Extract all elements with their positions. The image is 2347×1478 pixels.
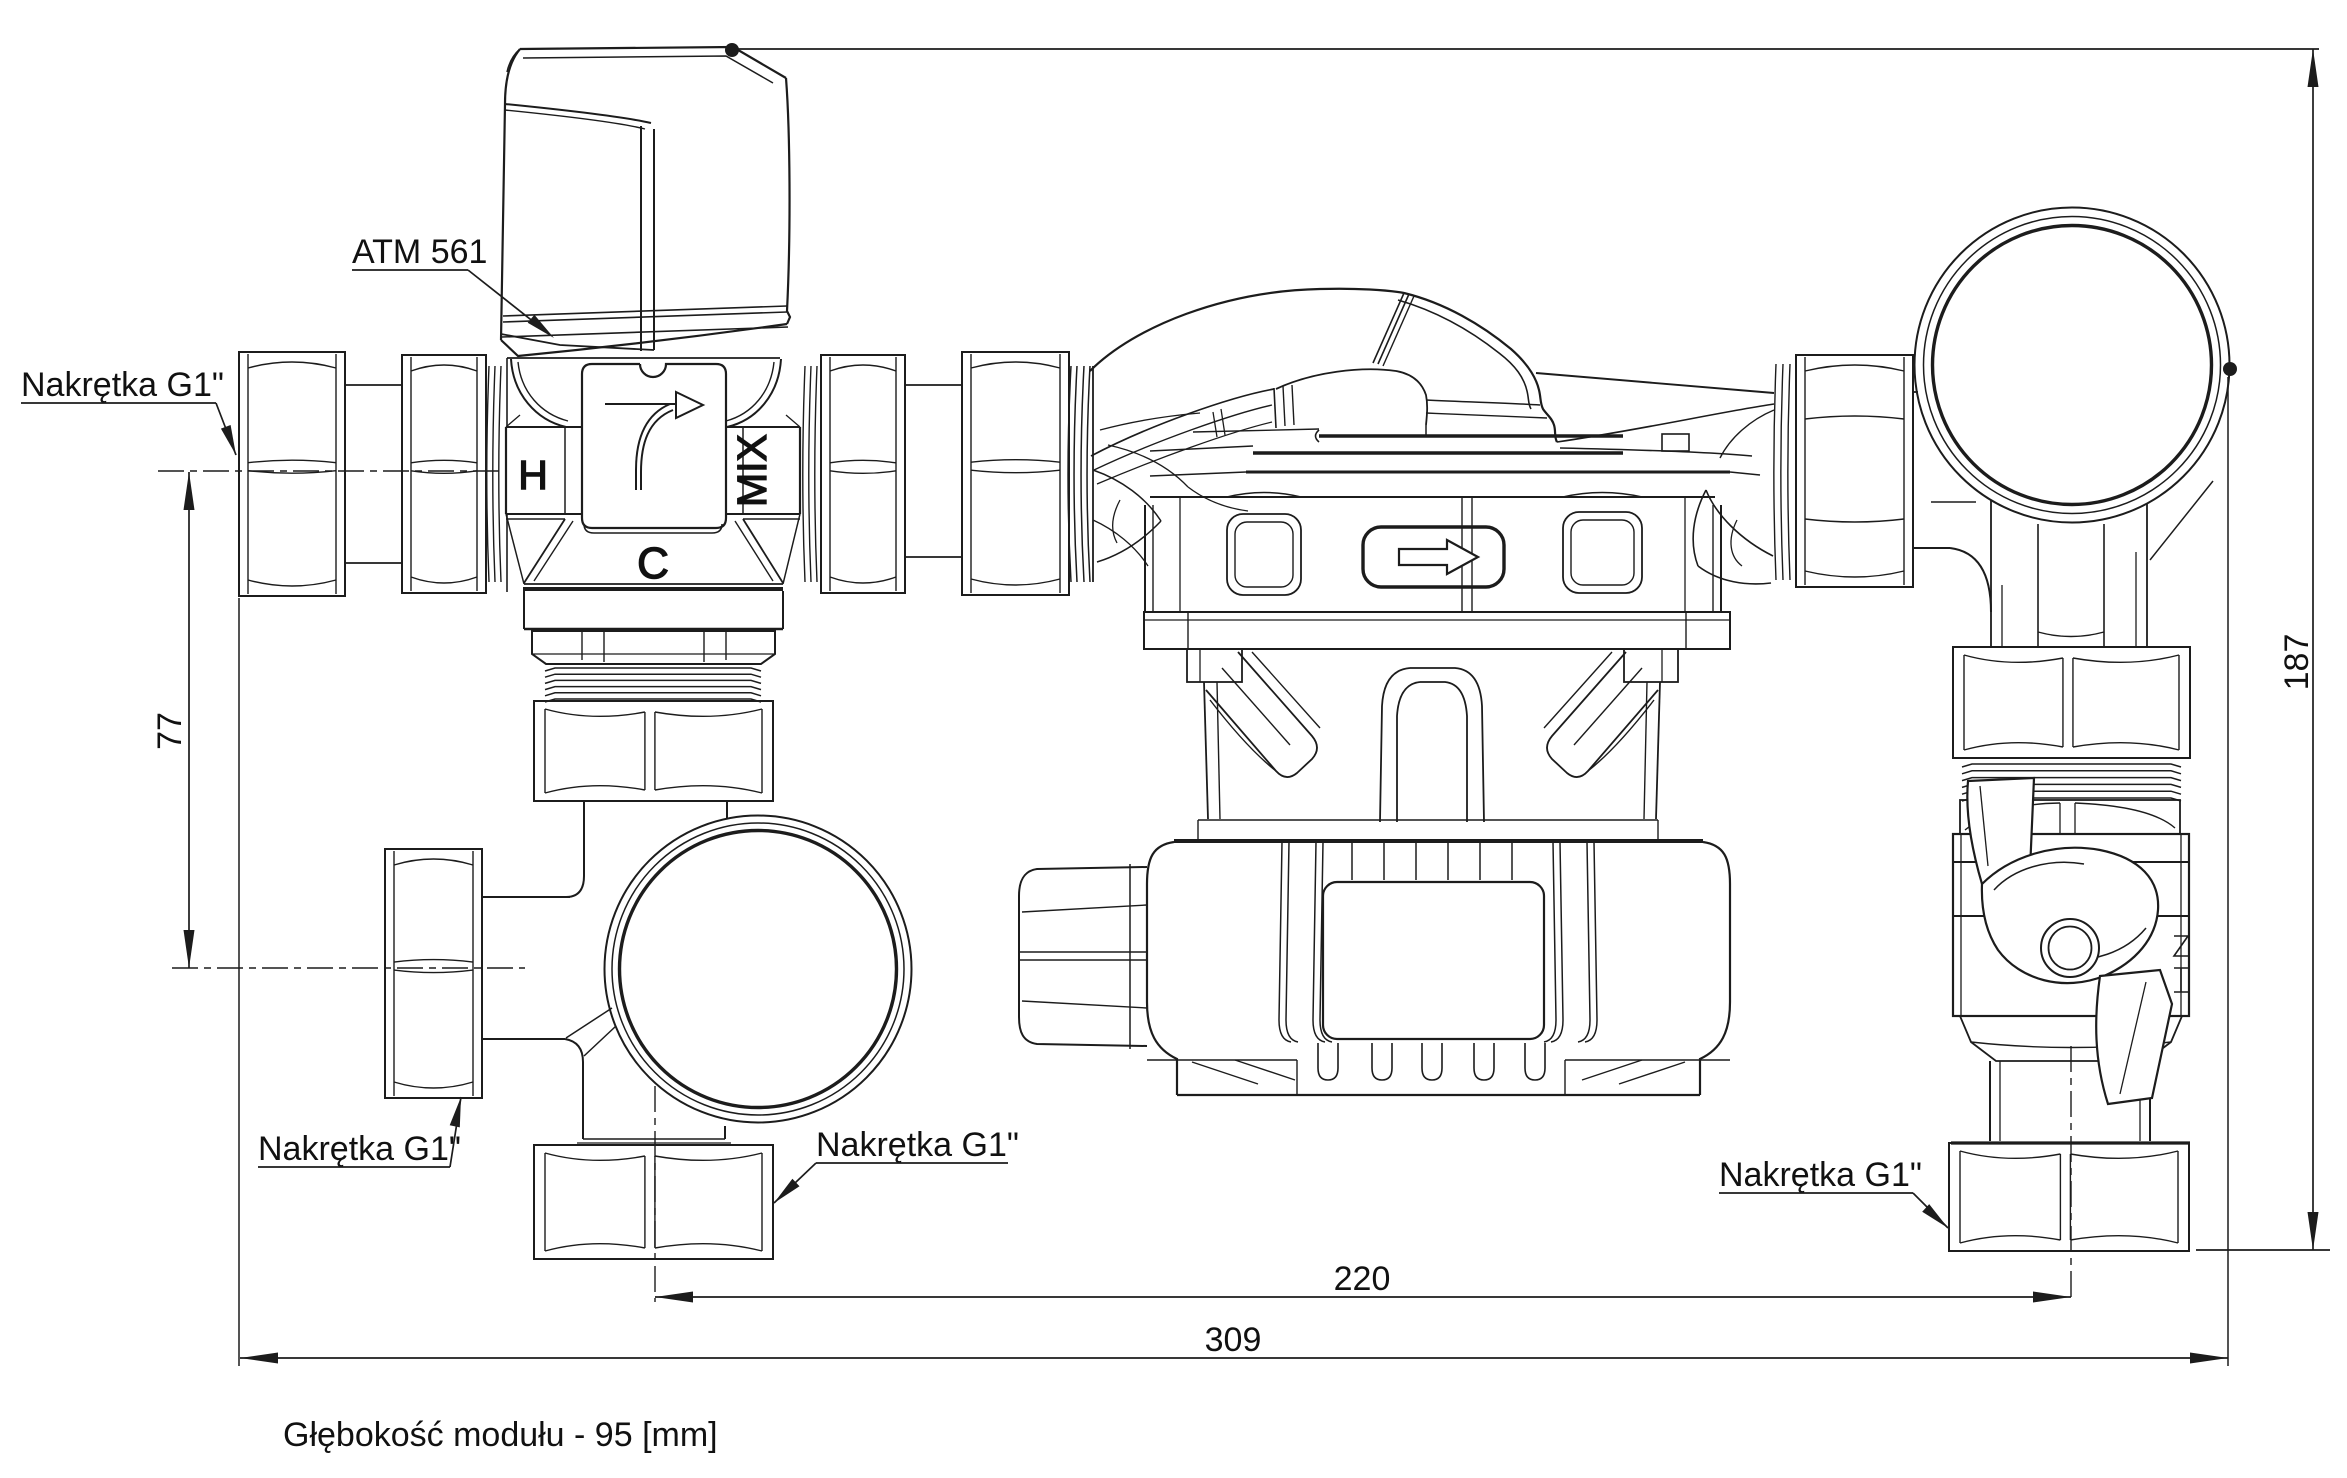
svg-text:MIX: MIX [729, 434, 775, 507]
svg-text:C: C [637, 539, 669, 588]
svg-text:Głębokość modułu - 95 [mm]: Głębokość modułu - 95 [mm] [283, 1416, 718, 1454]
svg-text:Nakrętka G1": Nakrętka G1" [21, 366, 224, 404]
svg-text:220: 220 [1334, 1260, 1391, 1298]
svg-text:Nakrętka G1": Nakrętka G1" [816, 1126, 1019, 1164]
svg-text:H: H [518, 452, 548, 498]
svg-text:77: 77 [151, 712, 189, 750]
svg-text:Nakrętka G1": Nakrętka G1" [258, 1130, 461, 1168]
svg-text:ATM 561: ATM 561 [352, 233, 487, 271]
svg-text:Nakrętka G1": Nakrętka G1" [1719, 1156, 1922, 1194]
svg-text:187: 187 [2278, 634, 2316, 691]
svg-text:309: 309 [1205, 1321, 1262, 1359]
